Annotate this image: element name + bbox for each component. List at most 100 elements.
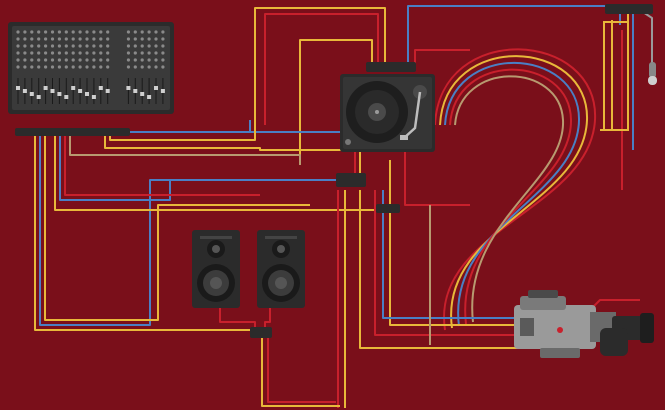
mixer-knob bbox=[71, 58, 75, 62]
speaker-left bbox=[192, 230, 240, 308]
mixer-fader bbox=[140, 92, 145, 96]
mixer-knob bbox=[78, 65, 82, 69]
mixer-knob bbox=[57, 51, 62, 55]
cable-mid-yellow bbox=[299, 39, 373, 165]
cable-speaker-down bbox=[261, 338, 340, 407]
mixer-knob bbox=[133, 65, 137, 69]
mixer-knob bbox=[92, 51, 96, 55]
junction-box-top-right bbox=[605, 4, 653, 14]
junction-box-turntable bbox=[366, 62, 416, 72]
mixer-fader bbox=[36, 95, 41, 99]
speaker-icon bbox=[192, 230, 305, 308]
mixer-knob bbox=[140, 58, 144, 62]
mic-stand-frame bbox=[603, 21, 629, 131]
mixer-knob bbox=[44, 30, 48, 34]
mixer-knob bbox=[106, 44, 110, 48]
cable-tt-red-2 bbox=[404, 150, 470, 206]
cable-speaker-down-red bbox=[267, 338, 336, 403]
mixer-knob bbox=[50, 58, 55, 62]
junction-box-speakers bbox=[250, 327, 272, 338]
mixer-knob bbox=[50, 65, 55, 69]
mixer-knob bbox=[78, 30, 82, 34]
mixer-knob bbox=[126, 65, 130, 69]
mixer-fader bbox=[98, 86, 103, 90]
mixer-knob bbox=[99, 58, 103, 62]
mixer-fader bbox=[64, 95, 69, 99]
video-camera-icon bbox=[514, 290, 654, 358]
cable-left-blue bbox=[39, 132, 345, 326]
mixer-knob bbox=[154, 44, 158, 48]
cable-top-red bbox=[264, 13, 379, 125]
mixer-knob bbox=[57, 65, 62, 69]
mixer-knob bbox=[161, 37, 165, 41]
mixer-fader bbox=[43, 86, 48, 90]
mixer-knob bbox=[30, 51, 34, 55]
cable-mid-yellow-2 bbox=[54, 132, 390, 211]
mixer-knob bbox=[71, 37, 75, 41]
mixer-knob bbox=[92, 65, 96, 69]
mixer-knob bbox=[161, 58, 165, 62]
mixer-knob bbox=[37, 30, 41, 34]
mixer-fader bbox=[133, 89, 138, 93]
cable-left-yellow-2 bbox=[44, 132, 310, 321]
cable-mid-yellow-3 bbox=[104, 132, 355, 151]
mixing-console-icon bbox=[8, 22, 174, 114]
mixer-knob bbox=[37, 51, 41, 55]
mixer-knob bbox=[147, 58, 151, 62]
mixer-knob bbox=[126, 37, 130, 41]
cable-mid-red bbox=[64, 132, 260, 196]
cable-camera-yellow-2 bbox=[359, 190, 520, 349]
mixer-fader-track bbox=[45, 78, 47, 104]
cable-left-yellow bbox=[34, 132, 260, 331]
mixer-knob bbox=[44, 65, 48, 69]
mixer-fader-track bbox=[86, 78, 88, 104]
junction-boxes bbox=[15, 4, 653, 338]
mixer-knob bbox=[78, 58, 82, 62]
mixer-knob bbox=[23, 58, 27, 62]
mixer-knob bbox=[16, 58, 20, 62]
mixer-knob bbox=[50, 37, 55, 41]
cable-top-yellow bbox=[254, 7, 386, 120]
camera-handle bbox=[600, 328, 628, 356]
mixer-knob bbox=[57, 44, 62, 48]
mixer-knob bbox=[106, 30, 110, 34]
mixer-knob bbox=[78, 37, 82, 41]
mixer-knob bbox=[23, 65, 27, 69]
cable-hook-bundle bbox=[434, 48, 597, 331]
mixer-fader-track bbox=[17, 78, 19, 104]
mixer-knob bbox=[133, 30, 137, 34]
mixer-knob bbox=[99, 51, 103, 55]
mixer-fader bbox=[85, 92, 89, 96]
cable-top-blue bbox=[407, 5, 621, 70]
mixer-knob bbox=[99, 44, 103, 48]
cable-mid-tan bbox=[69, 132, 301, 165]
mixer-knob bbox=[85, 58, 89, 62]
mixer-knob bbox=[71, 44, 75, 48]
mixer-knob bbox=[30, 37, 34, 41]
mixer-knob bbox=[23, 44, 27, 48]
mixer-knob bbox=[44, 37, 48, 41]
mixer-knob bbox=[140, 37, 144, 41]
mixer-knob bbox=[78, 44, 82, 48]
mixer-knob bbox=[92, 37, 96, 41]
mixer-knob bbox=[85, 65, 89, 69]
mixer-knob bbox=[99, 30, 103, 34]
mixer-knob bbox=[37, 37, 41, 41]
mixer-fader bbox=[154, 86, 158, 90]
mixer-knob bbox=[50, 30, 55, 34]
mixer-fader bbox=[126, 86, 131, 90]
mixer-knob bbox=[30, 65, 34, 69]
mixer-knob bbox=[16, 30, 20, 34]
mixer-knob bbox=[64, 30, 68, 34]
cable-camera-blue bbox=[382, 190, 520, 319]
mixer-fader-track bbox=[155, 78, 157, 104]
mixer-knob bbox=[154, 37, 158, 41]
mixer-connector-strip bbox=[15, 128, 130, 136]
mixer-knob bbox=[106, 51, 110, 55]
mixer-knob bbox=[106, 65, 110, 69]
mixer-knob bbox=[23, 37, 27, 41]
mixer-knob bbox=[140, 51, 144, 55]
mixer-knob bbox=[64, 37, 68, 41]
mixer-knob bbox=[92, 44, 96, 48]
